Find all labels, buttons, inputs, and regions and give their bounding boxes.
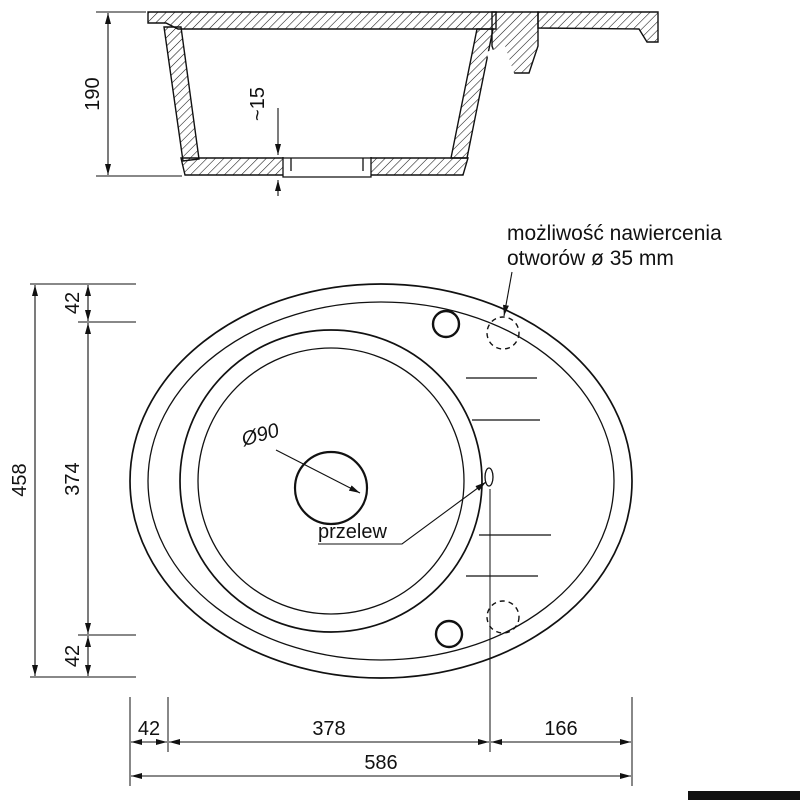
section-drain-recess [282, 157, 372, 179]
dim-label-thickness: ~15 [247, 87, 269, 121]
dim-label-total-height: 458 [9, 463, 31, 496]
drain-leader-line [275, 449, 361, 494]
overflow-label: przelew [318, 521, 387, 543]
bowl-outer-circle [179, 329, 483, 633]
section-drainer-strip [537, 11, 659, 43]
optional-hole-bottom [486, 600, 520, 634]
dim-label-bottom-offset: 42 [62, 645, 84, 667]
cross-section-view: 190 ~15 [82, 11, 659, 196]
dim-label-middle-height: 374 [62, 462, 84, 495]
note-line1: możliwość nawiercenia [507, 222, 722, 245]
section-wall-left [163, 26, 200, 162]
dim-label-total-width: 586 [364, 752, 397, 774]
section-divider-notch [486, 46, 515, 82]
overflow-leader-line [318, 481, 487, 545]
optional-hole-top [486, 316, 520, 350]
dim-label-top-offset: 42 [62, 292, 84, 314]
bottom-right-bar [688, 791, 800, 800]
drainer-grooves [466, 377, 551, 577]
overflow-mark [484, 467, 494, 487]
note-line2: otworów ø 35 mm [507, 247, 674, 270]
section-wall-right [450, 28, 494, 159]
plan-view: możliwość nawiercenia otworów ø 35 mm Ø9… [9, 222, 722, 786]
faucet-hole-top [431, 309, 461, 339]
bowl-inner-circle [197, 347, 465, 615]
faucet-hole-bottom [434, 619, 464, 649]
drain-hole [293, 450, 369, 526]
sink-outline-inner [147, 301, 615, 661]
sink-outline-outer [129, 283, 633, 679]
section-rim-top [147, 11, 497, 30]
dim-label-depth: 190 [82, 77, 104, 110]
dim-label-right-span: 166 [544, 718, 577, 740]
dim-label-left-offset: 42 [138, 718, 160, 740]
drain-diameter-label: Ø90 [238, 419, 281, 451]
note-leader-line [503, 271, 513, 317]
drain-recess-outline [282, 157, 372, 178]
dim-label-bowl-span: 378 [312, 718, 345, 740]
drain-recess-mask [283, 157, 371, 179]
